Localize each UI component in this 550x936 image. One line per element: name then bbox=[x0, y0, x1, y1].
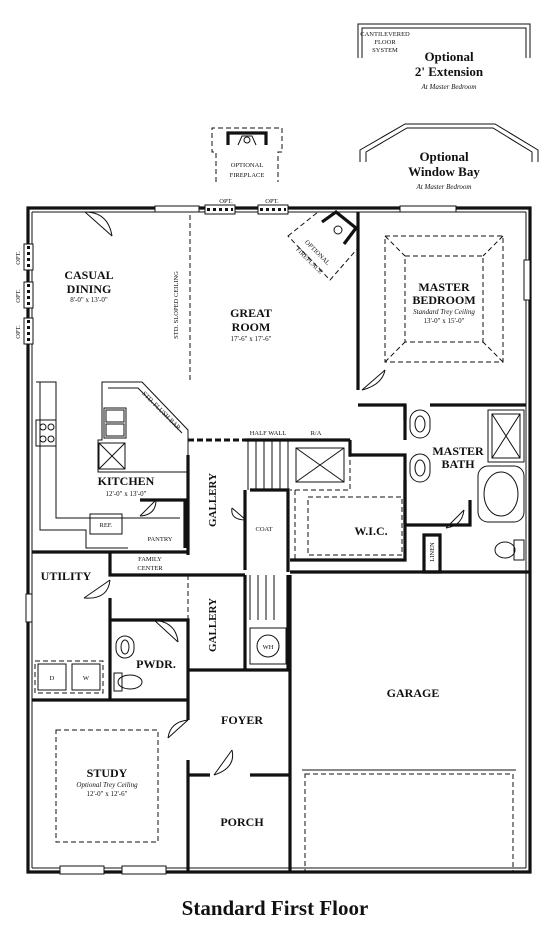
great-room-name-1: GREAT bbox=[230, 306, 272, 320]
half-wall-label: HALF WALL bbox=[250, 430, 287, 437]
great-room-name-2: ROOM bbox=[232, 320, 271, 334]
wh-label: WH bbox=[263, 644, 274, 651]
pwdr-name: PWDR. bbox=[136, 657, 176, 671]
fireplace-label-1: OPTIONAL bbox=[231, 162, 264, 169]
great-room-area: STD. SLOPED CEILING CASUAL DINING 8'-0" … bbox=[64, 209, 359, 380]
foyer-name: FOYER bbox=[221, 713, 263, 727]
coat-label: COAT bbox=[256, 526, 273, 533]
utility-wing: FAMILY CENTER UTILITY D W PWDR. bbox=[32, 550, 190, 702]
bay-title-2: Window Bay bbox=[408, 164, 480, 179]
opt-window-1: OPT. bbox=[219, 198, 233, 205]
optional-window-bay: Optional Window Bay At Master Bedroom bbox=[359, 123, 539, 191]
study: STUDY Optional Trey Ceiling 12'-0" x 12'… bbox=[55, 729, 159, 843]
lower-core: WH bbox=[187, 573, 290, 672]
master-bath-name-2: BATH bbox=[441, 457, 475, 471]
std-flush-bar: STD. FLUSH BAR bbox=[141, 390, 183, 432]
optional-fireplace-top: OPTIONAL FIREPLACE bbox=[211, 127, 283, 182]
master-bedroom-dims: 13'-0" x 15'-0" bbox=[424, 317, 465, 325]
porch-name: PORCH bbox=[220, 815, 264, 829]
garage-name: GARAGE bbox=[387, 686, 440, 700]
master-bath-name-1: MASTER bbox=[432, 444, 484, 458]
extension-title-1: Optional bbox=[424, 49, 474, 64]
dryer-label: D bbox=[50, 675, 55, 682]
plan-title: Standard First Floor bbox=[181, 896, 369, 920]
cantilever-label-1: CANTILEVERED bbox=[360, 31, 410, 38]
linen-label: LINEN bbox=[429, 542, 436, 562]
gallery-label-2: GALLERY bbox=[207, 598, 219, 652]
casual-dining-name-2: DINING bbox=[67, 282, 112, 296]
opt-left-1: OPT. bbox=[15, 251, 22, 265]
master-bedroom-note: Standard Trey Ceiling bbox=[413, 308, 475, 316]
study-note: Optional Trey Ceiling bbox=[76, 781, 138, 789]
std-sloped-ceiling: STD. SLOPED CEILING bbox=[173, 271, 180, 339]
ra-label: R/A bbox=[311, 430, 322, 437]
pantry-label: PANTRY bbox=[147, 536, 172, 543]
study-name: STUDY bbox=[87, 766, 128, 780]
center-core: HALF WALL R/A GALLERY GALLERY COAT W.I.C… bbox=[186, 405, 525, 652]
kitchen-name: KITCHEN bbox=[98, 474, 155, 488]
cantilever-label-3: SYSTEM bbox=[372, 47, 398, 54]
master-bedroom: MASTER BEDROOM Standard Trey Ceiling 13'… bbox=[356, 212, 526, 420]
family-center-2: CENTER bbox=[137, 565, 163, 572]
kitchen-dims: 12'-0" x 13'-0" bbox=[106, 490, 147, 498]
opt-left-3: OPT. bbox=[15, 325, 22, 339]
foyer-porch: FOYER PORCH bbox=[167, 575, 292, 872]
opt-left-2: OPT. bbox=[15, 289, 22, 303]
wic-name: W.I.C. bbox=[354, 524, 387, 538]
optional-windows: OPT. OPT. OPT. OPT. OPT. bbox=[15, 198, 289, 345]
ref-label: REF. bbox=[99, 522, 112, 529]
bay-sub: At Master Bedroom bbox=[416, 183, 472, 191]
optional-extension: CANTILEVERED FLOOR SYSTEM Optional 2' Ex… bbox=[357, 23, 531, 91]
casual-dining-dims: 8'-0" x 13'-0" bbox=[70, 296, 108, 304]
extension-title-2: 2' Extension bbox=[415, 64, 484, 79]
bay-title-1: Optional bbox=[419, 149, 469, 164]
family-center-1: FAMILY bbox=[138, 556, 162, 563]
master-bedroom-name-2: BEDROOM bbox=[412, 293, 475, 307]
utility-name: UTILITY bbox=[41, 569, 92, 583]
washer-label: W bbox=[83, 675, 90, 682]
garage: GARAGE bbox=[290, 570, 530, 873]
windows bbox=[25, 205, 531, 875]
study-dims: 12'-0" x 12'-6" bbox=[87, 790, 128, 798]
cantilever-label-2: FLOOR bbox=[374, 39, 396, 46]
great-room-dims: 17'-6" x 17'-6" bbox=[231, 335, 272, 343]
casual-dining-name-1: CASUAL bbox=[64, 268, 113, 282]
extension-sub: At Master Bedroom bbox=[421, 83, 477, 91]
master-bedroom-name-1: MASTER bbox=[418, 280, 470, 294]
opt-window-2: OPT. bbox=[265, 198, 279, 205]
gallery-label-1: GALLERY bbox=[207, 473, 219, 527]
fireplace-label-2: FIREPLACE bbox=[230, 172, 265, 179]
